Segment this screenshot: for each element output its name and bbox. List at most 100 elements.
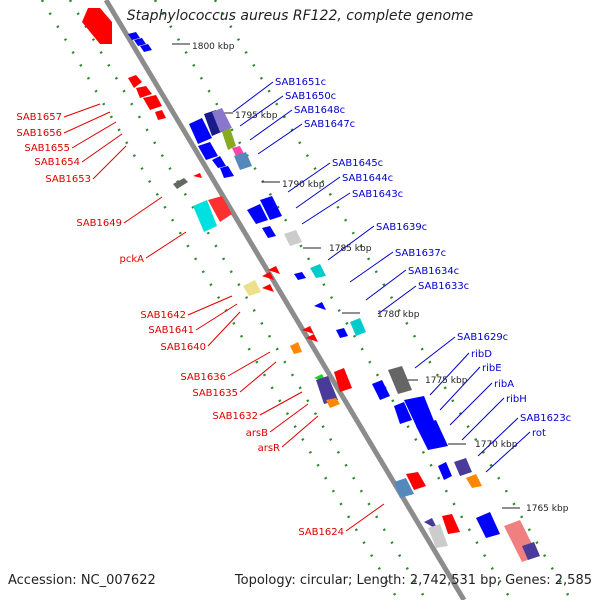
inner-forward-track (153, 0, 513, 600)
inner-reverse-track (68, 0, 428, 600)
gene-feature (284, 230, 302, 246)
leader-line (81, 133, 123, 163)
leader-line (414, 336, 456, 369)
gene-label: SAB1651c (275, 77, 326, 88)
leader-line (195, 303, 238, 331)
reverse-gene-labels: SAB1657 SAB1656 SAB1655 SAB1654 SAB1653 … (16, 112, 344, 538)
gene-label: SAB1653 (45, 174, 91, 185)
leader-line (207, 311, 241, 347)
gene-feature (404, 396, 436, 430)
gene-feature (247, 204, 268, 224)
gene-feature (143, 95, 162, 110)
leader-line (377, 285, 417, 315)
gene-label: SAB1629c (457, 332, 508, 343)
gene-feature (268, 266, 280, 274)
gene-label: SAB1654 (34, 157, 80, 168)
gene-label: SAB1635 (192, 388, 238, 399)
gene-feature (193, 200, 217, 232)
forward-strand-genes (128, 32, 540, 562)
map-title: Staphylococcus aureus RF122, complete ge… (126, 8, 474, 24)
gene-feature (326, 398, 340, 408)
leader-line (485, 431, 531, 473)
genome-backbone (103, 0, 467, 600)
leader-line (269, 403, 309, 433)
ruler-label: 1775 kbp (425, 376, 468, 386)
gene-feature (394, 478, 414, 498)
gene-label: SAB1637c (395, 248, 446, 259)
gene-label: SAB1633c (418, 281, 469, 292)
leader-line (257, 123, 303, 155)
leader-line (281, 415, 319, 448)
leader-line (449, 382, 493, 426)
reverse-leader-lines (63, 103, 385, 532)
gene-feature (222, 128, 236, 150)
gene-feature (394, 402, 412, 424)
gene-label: SAB1657 (16, 112, 62, 123)
gene-label: ribE (482, 363, 502, 374)
leader-line (365, 269, 407, 301)
leader-line (187, 295, 233, 316)
ruler-label: 1765 kbp (526, 504, 569, 514)
gene-feature (406, 472, 426, 490)
gene-feature (454, 458, 472, 476)
leader-line (439, 366, 481, 411)
gene-label: SAB1640 (160, 342, 206, 353)
gene-label: SAB1656 (16, 128, 62, 139)
gene-feature (310, 264, 326, 278)
ruler-label: 1800 kbp (192, 42, 235, 52)
gene-feature (140, 44, 152, 52)
gene-label: SAB1645c (332, 158, 383, 169)
gene-feature (82, 8, 112, 44)
topology-text: Topology: circular; Length: 2,742,531 bp… (234, 573, 592, 588)
leader-line (287, 162, 331, 193)
gene-feature (438, 462, 452, 480)
leader-line (349, 251, 394, 283)
gene-feature (173, 178, 188, 189)
gene-feature (220, 166, 234, 178)
gene-label: SAB1634c (408, 266, 459, 277)
gene-label: ribD (471, 349, 492, 360)
leader-line (327, 225, 375, 261)
gene-feature (314, 302, 326, 310)
gene-feature (136, 86, 152, 98)
gene-label: SAB1641 (148, 325, 194, 336)
gene-feature (208, 196, 232, 222)
gene-feature (262, 284, 274, 292)
gene-label: SAB1650c (285, 91, 336, 102)
gene-label: SAB1649 (76, 218, 122, 229)
leader-line (345, 503, 385, 532)
leader-line (239, 361, 277, 393)
leader-line (301, 192, 351, 225)
leader-line (259, 391, 303, 416)
leader-line (477, 417, 519, 457)
gene-feature (416, 420, 448, 450)
gene-feature (234, 152, 252, 170)
gene-feature (350, 318, 366, 336)
gene-label: SAB1644c (342, 173, 393, 184)
gene-feature (262, 226, 276, 238)
gene-label: SAB1647c (304, 119, 355, 130)
gene-label: ribA (494, 379, 514, 390)
gene-feature (294, 272, 306, 280)
gene-feature (134, 38, 146, 46)
gene-label: SAB1643c (352, 189, 403, 200)
gene-label: arsR (258, 443, 280, 454)
gene-feature (260, 196, 282, 220)
gene-feature (466, 474, 482, 488)
gene-feature (232, 146, 244, 156)
forward-gene-labels: SAB1651c SAB1650c SAB1648c SAB1647c SAB1… (275, 77, 571, 439)
leader-line (145, 231, 187, 259)
leader-line (295, 176, 341, 209)
leader-line (429, 352, 470, 396)
gene-label: SAB1632 (212, 411, 258, 422)
outer-forward-track (213, 0, 573, 600)
leader-line (461, 397, 505, 441)
gene-label: SAB1655 (24, 143, 70, 154)
gene-feature (372, 380, 390, 400)
leader-line (249, 109, 293, 141)
gene-label: SAB1639c (376, 222, 427, 233)
gene-feature (290, 342, 302, 354)
gene-feature (316, 376, 338, 404)
